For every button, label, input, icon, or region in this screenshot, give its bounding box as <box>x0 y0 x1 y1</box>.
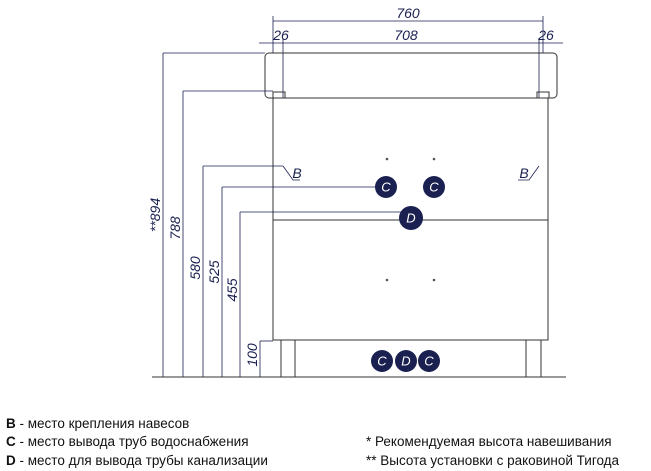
handle-dots <box>385 157 436 282</box>
dim-455: 455 <box>224 278 240 302</box>
dim-580: 580 <box>187 256 203 280</box>
marker-c-2: C <box>423 176 445 198</box>
svg-text:D: D <box>401 354 410 369</box>
height-dimensions: **894 788 580 525 455 100 <box>147 52 411 377</box>
marker-c-1: C <box>375 176 397 198</box>
marker-c-4: C <box>418 350 440 372</box>
sink-outline <box>264 52 558 99</box>
marker-d-1: D <box>399 206 423 230</box>
dim-26-right: 26 <box>537 27 554 43</box>
note-install-height: ** Высота установки с раковиной Тигода <box>366 453 620 468</box>
width-dimensions: 760 26 708 26 <box>259 5 563 98</box>
dim-525: 525 <box>206 260 222 284</box>
dim-26-left: 26 <box>272 27 289 43</box>
dim-788: 788 <box>167 216 183 240</box>
cabinet-legs <box>280 340 542 377</box>
marker-b-right: B <box>519 165 528 181</box>
mount-point-right: B <box>518 165 540 181</box>
cabinet-body <box>272 97 549 341</box>
legend-item-d: D - место для вывода трубы канализации <box>6 453 268 468</box>
marker-d-2: D <box>395 350 417 372</box>
note-recommended-height: * Рекомендуемая высота навешивания <box>366 434 612 449</box>
dim-708: 708 <box>394 27 418 43</box>
mount-point-left: B <box>282 165 302 181</box>
dim-894: **894 <box>147 198 163 232</box>
marker-b-left: B <box>292 165 301 181</box>
dim-100: 100 <box>244 343 260 367</box>
svg-text:C: C <box>424 354 434 369</box>
svg-text:D: D <box>406 211 415 226</box>
svg-text:C: C <box>381 180 391 195</box>
dim-760: 760 <box>396 5 420 21</box>
marker-c-3: C <box>371 350 393 372</box>
svg-text:C: C <box>429 180 439 195</box>
legend-item-b: B - место крепления навесов <box>6 416 190 431</box>
legend-item-c: C - место вывода труб водоснабжения <box>6 434 249 449</box>
svg-text:C: C <box>377 354 387 369</box>
